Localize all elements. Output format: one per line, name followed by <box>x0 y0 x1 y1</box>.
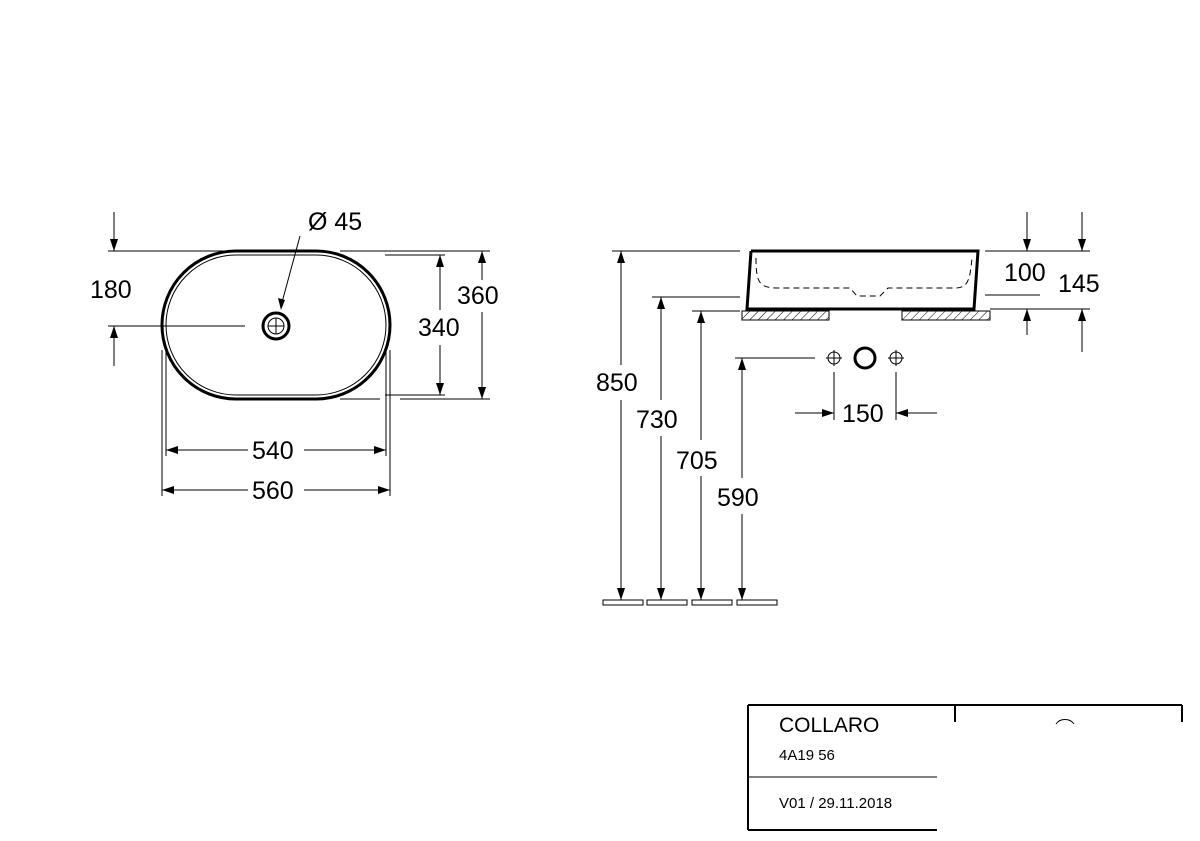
dim-340-label: 340 <box>418 314 460 342</box>
dim-540: 540 <box>166 437 386 465</box>
dim-560: 560 <box>162 477 390 505</box>
hole-diameter-label: Ø 45 <box>308 208 362 236</box>
dim-360: 360 <box>457 251 499 399</box>
product-name: COLLARO <box>779 714 879 737</box>
brand-logo-icon <box>1055 719 1075 725</box>
dim-100-label: 100 <box>1004 259 1046 287</box>
dim-730: 730 <box>636 297 678 600</box>
dim-560-label: 560 <box>252 477 294 505</box>
dim-150-label: 150 <box>842 400 884 428</box>
basin-inner-hidden-line <box>755 257 973 297</box>
dim-705: 705 <box>676 311 718 600</box>
dim-850: 850 <box>596 251 638 600</box>
floor-plates <box>602 599 778 606</box>
dim-360-label: 360 <box>457 282 499 310</box>
dim-180-label: 180 <box>90 276 132 304</box>
title-block: COLLARO 4A19 56 V01 / 29.11.2018 <box>747 704 1183 831</box>
dim-145-label: 145 <box>1058 270 1100 298</box>
dim-730-label: 730 <box>636 406 678 434</box>
version-date: V01 / 29.11.2018 <box>779 795 892 812</box>
countertop-left <box>741 310 830 321</box>
article-number: 4A19 56 <box>779 747 835 764</box>
basin-side-outline <box>745 249 980 311</box>
side-view: 100 145 150 <box>596 212 1100 606</box>
dim-590: 590 <box>717 358 759 600</box>
dim-100: 100 <box>1004 212 1046 335</box>
tap-hole-symbols <box>826 346 904 370</box>
dim-145: 145 <box>1058 212 1100 352</box>
dim-180: 180 <box>90 212 300 366</box>
basin-inner-outline <box>165 254 387 396</box>
dim-150: 150 <box>795 372 937 428</box>
dim-850-label: 850 <box>596 369 638 397</box>
hole-leader-arrow <box>278 298 285 310</box>
dim-590-label: 590 <box>717 484 759 512</box>
drain-hole-symbol <box>261 311 291 341</box>
dim-340: 340 <box>418 255 460 395</box>
dim-705-label: 705 <box>676 447 718 475</box>
top-view: Ø 45 180 340 360 <box>90 208 499 505</box>
countertop-right <box>901 310 991 321</box>
dim-540-label: 540 <box>252 437 294 465</box>
hole-leader-line <box>280 235 301 307</box>
